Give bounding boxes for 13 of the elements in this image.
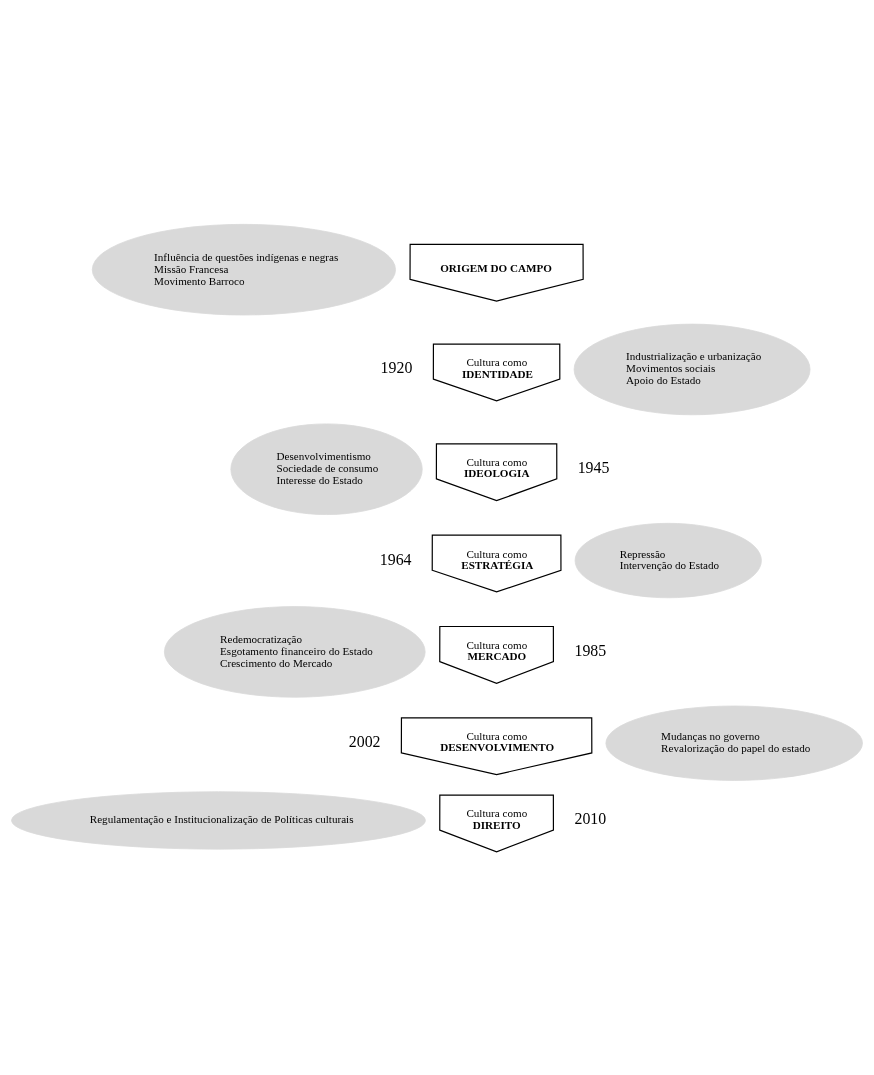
label: 2010 [574,809,607,827]
node-ellipse: Industrialização e urbanização Movimentos sociais Apoio do Estado [573,323,811,415]
label: 1920 [380,358,413,376]
label: 1964 [379,550,412,568]
node-ellipse: Mudanças no governo Revalorização do papel do estado [605,705,863,781]
label: 1985 [574,641,607,659]
label: 2002 [348,732,381,750]
node-ellipse: Redemocratização Esgotamento financeiro do Estado Crescimento do Mercado [163,605,426,698]
label: 1945 [577,458,610,476]
node-ellipse: Regulamentação e Institucionalização de Políticas culturais [11,790,426,850]
node-ellipse: Desenvolvimentismo Sociedade de consumo Interesse do Estado [230,423,423,515]
node-ellipse: Repressão Intervenção do Estado [574,522,762,598]
node-ellipse: Influência de questões indígenas e negras Missão Francesa Movimento Barroco [91,223,396,315]
